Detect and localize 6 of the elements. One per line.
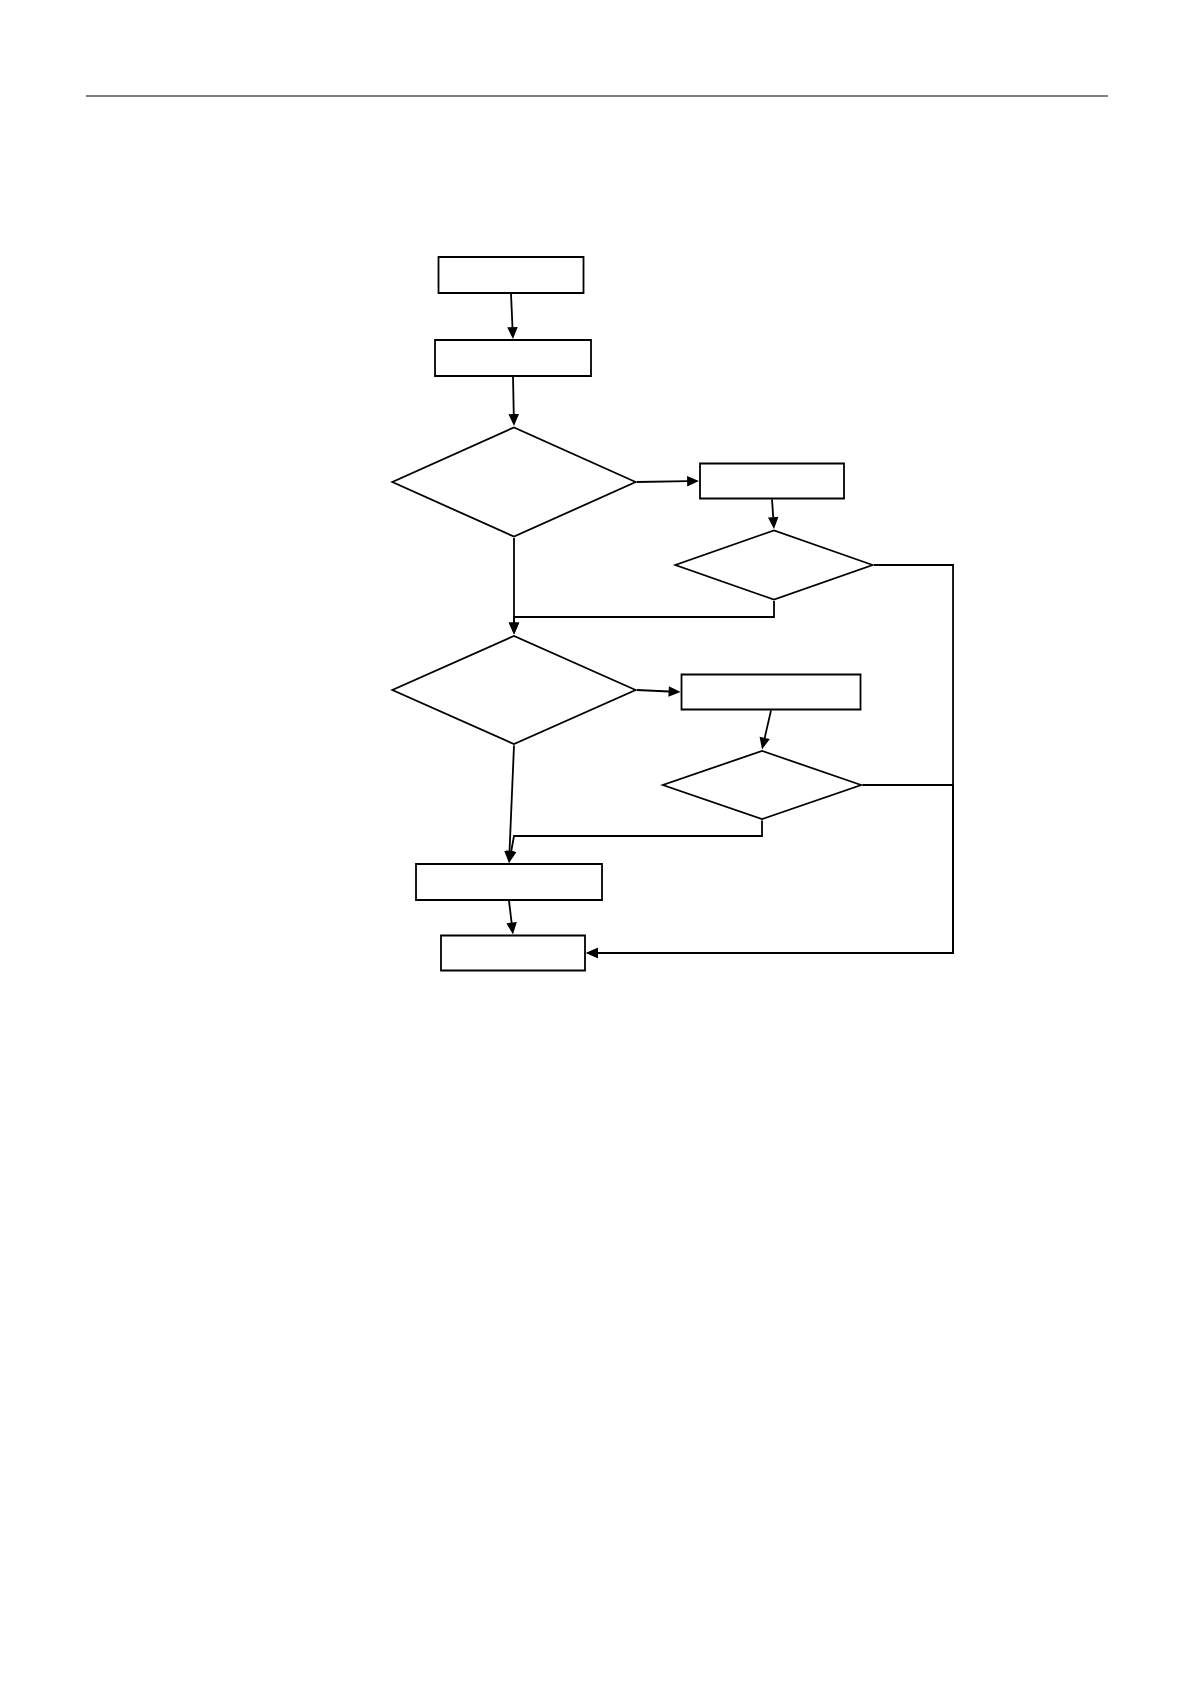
process-box: [699, 462, 845, 500]
process-box: [680, 673, 862, 711]
process-box: [440, 934, 586, 972]
process-box: [434, 339, 592, 377]
process-box: [415, 863, 603, 901]
process-box: [437, 256, 585, 294]
